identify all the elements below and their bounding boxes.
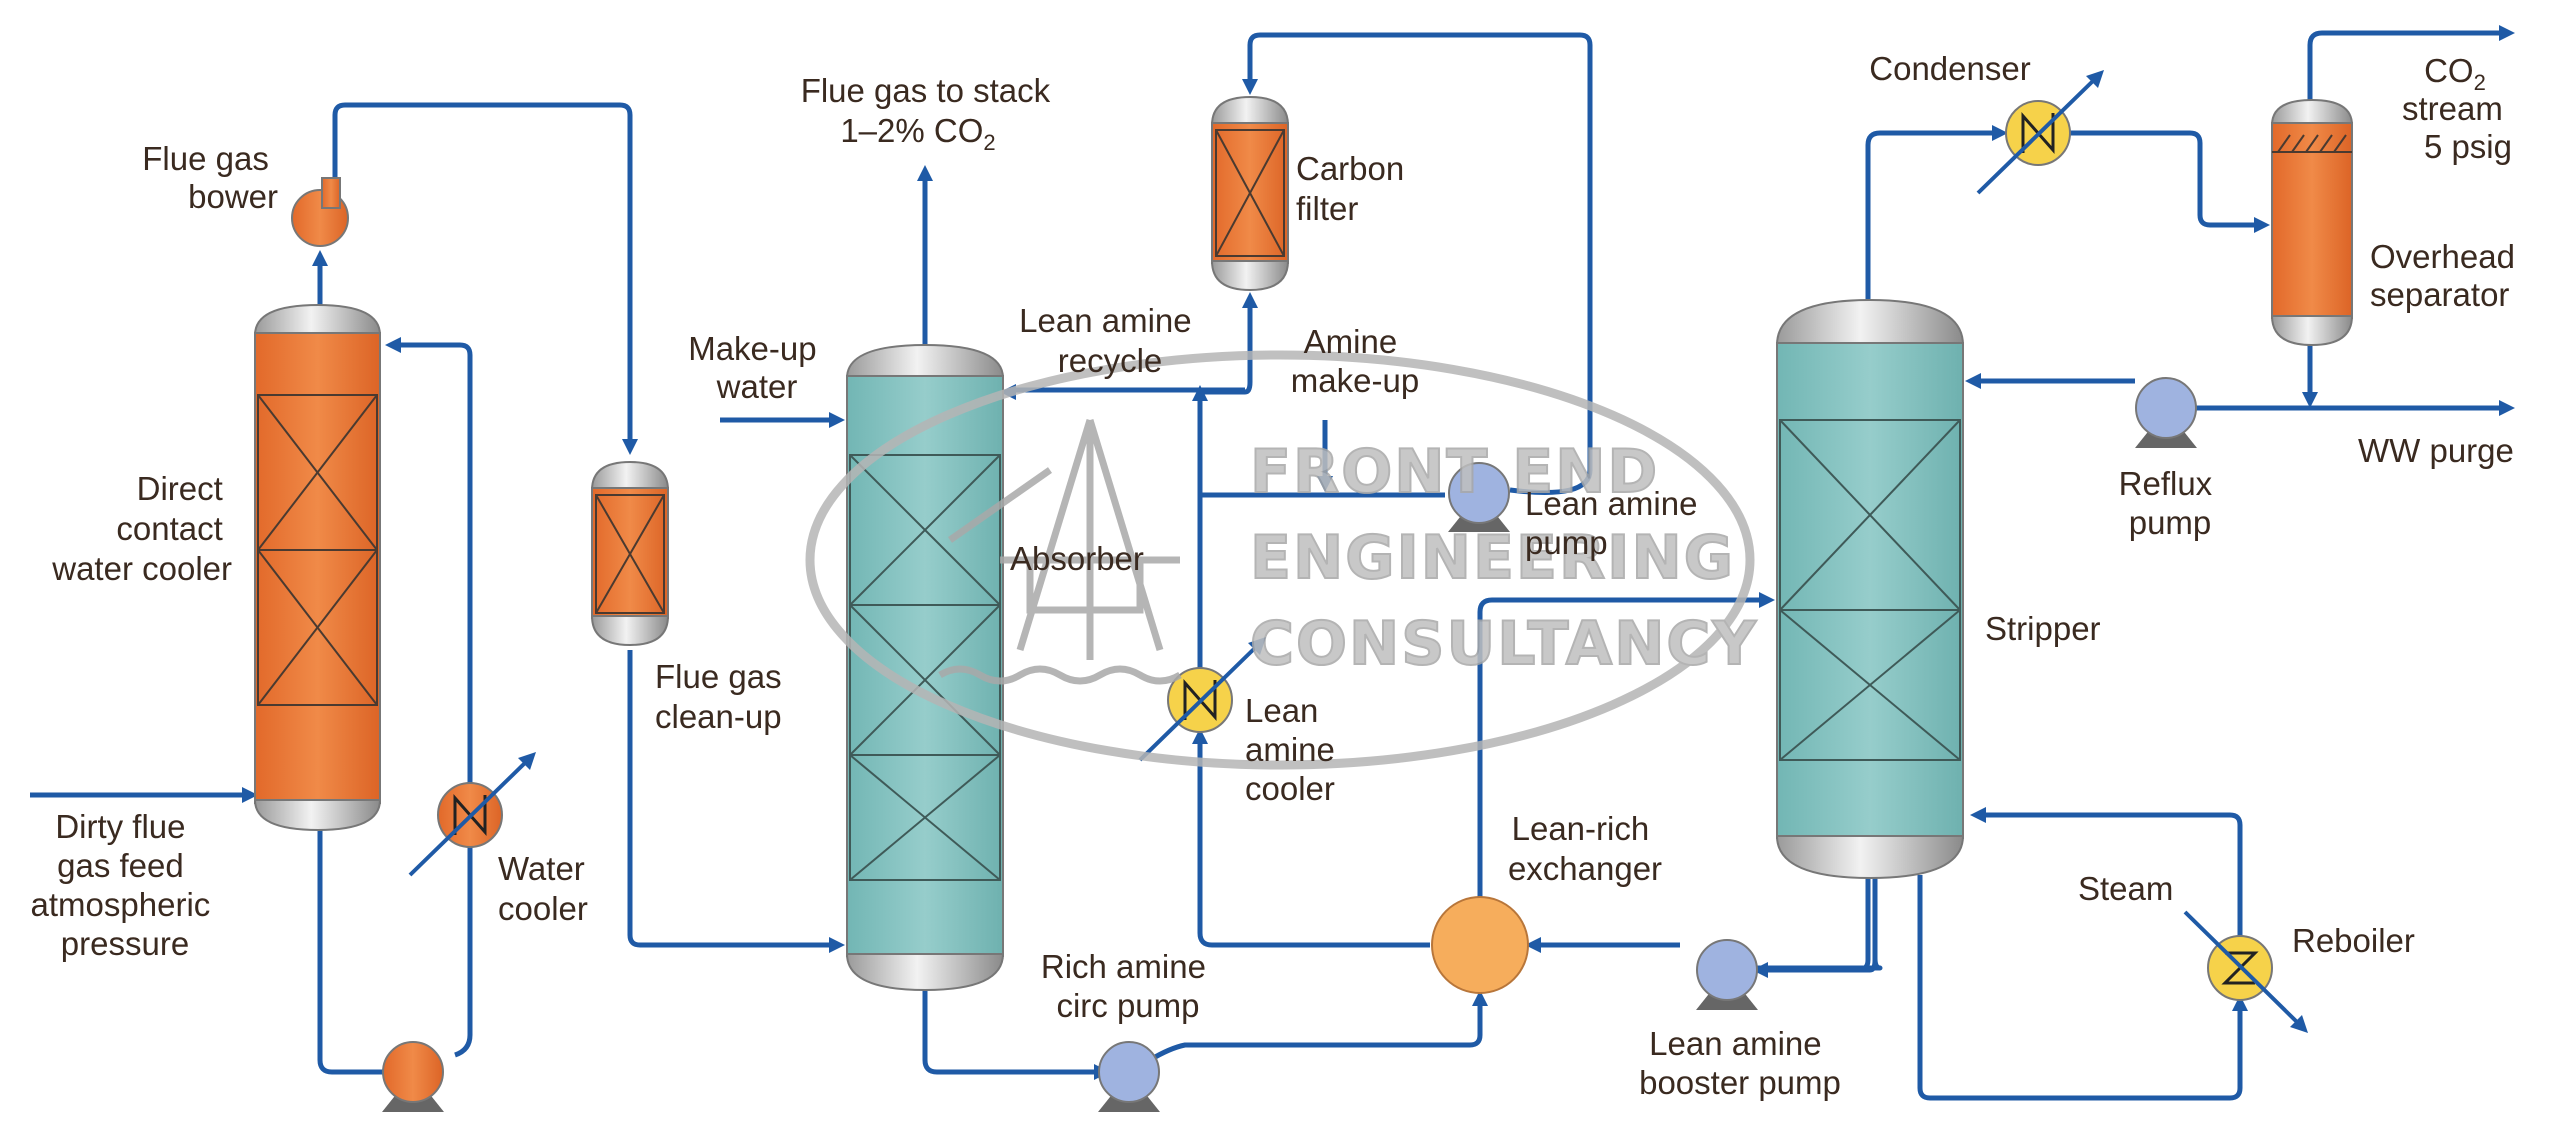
label-stripper: Stripper [1985,610,2101,647]
flue-gas-blower [291,177,349,247]
circulation-pump [382,1041,444,1112]
carbon-filter-vessel [1210,95,1290,292]
watermark-line-3: CONSULTANCY [1250,609,1758,679]
stripper-column [1775,298,1965,880]
label-rich-amine-circ-pump: Rich amine circ pump [1041,948,1215,1024]
water-cooler-exchanger [408,752,536,877]
label-reboiler: Reboiler [2292,922,2415,959]
rich-amine-circ-pump [1098,1041,1160,1112]
watermark-line-1: FRONT END [1250,437,1659,507]
label-overhead-separator: Overhead separator [2370,238,2524,313]
label-reflux-pump: Reflux pump [2119,465,2222,541]
label-carbon-filter: Carbon filter [1296,150,1413,227]
absorber-column [845,343,1005,992]
flue-gas-cleanup-vessel [590,460,670,647]
label-make-up-water: Make-up water [688,330,826,405]
label-lean-amine-recycle: Lean amine recycle [1019,302,1201,379]
lean-amine-pump [1448,462,1510,532]
pipework [30,25,2515,1101]
label-flue-gas-blower: Flue gas bower [142,140,278,215]
label-dirty-flue-gas-feed: Dirty flue gas feed atmospheric pressure [31,808,220,962]
label-steam: Steam [2078,870,2173,907]
reboiler-exchanger [2183,910,2308,1033]
label-lean-amine-pump: Lean amine pump [1525,485,1707,561]
direct-contact-water-cooler [253,303,382,832]
label-lean-amine-booster-pump: Lean amine booster pump [1639,1025,1841,1101]
label-absorber: Absorber [1010,540,1144,577]
label-condenser: Condenser [1869,50,2030,87]
watermark: FRONT END ENGINEERING CONSULTANCY [805,350,1758,770]
label-lean-rich-exchanger: Lean-rich exchanger [1508,810,1662,887]
lean-amine-booster-pump [1696,939,1758,1010]
lean-amine-cooler-exchanger [1138,637,1266,762]
watermark-line-2: ENGINEERING [1250,523,1735,593]
label-flue-gas-to-stack: Flue gas to stack 1–2% CO2 [801,72,1060,155]
label-ww-purge: WW purge [2358,432,2514,469]
reflux-pump [2135,377,2197,448]
lean-rich-exchanger [1431,896,1529,994]
label-flue-gas-cleanup: Flue gas clean-up [655,658,791,735]
overhead-separator-vessel [2270,98,2354,347]
labels: Flue gas bower Direct contact water cool… [31,50,2524,1101]
condenser-exchanger [1976,70,2104,195]
label-co2-stream: CO2 stream 5 psig [2402,52,2512,165]
label-amine-make-up: Amine make-up [1291,323,1419,399]
label-lean-amine-cooler: Lean amine cooler [1245,692,1344,807]
label-water-cooler: Water cooler [498,850,594,927]
label-direct-contact-water-cooler: Direct contact water cooler [51,470,232,587]
